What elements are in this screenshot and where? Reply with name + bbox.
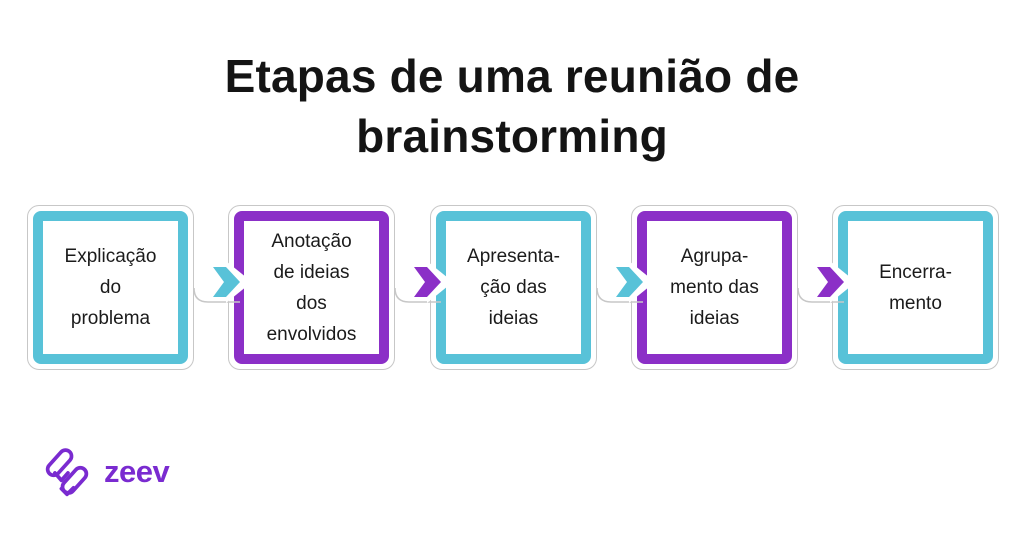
step-box-apresentacao: Apresenta- ção das ideias (430, 205, 597, 370)
step-box-encerramento: Encerra- mento (832, 205, 999, 370)
arrow-right-icon (394, 261, 453, 303)
step-border: Agrupa- mento das ideias (637, 211, 792, 364)
step-box-agrupamento: Agrupa- mento das ideias (631, 205, 798, 370)
step-border: Explicação do problema (33, 211, 188, 364)
step-box-explicacao: Explicação do problema (27, 205, 194, 370)
step-label: Agrupa- mento das ideias (670, 246, 759, 329)
zeev-logo: zeev (40, 446, 170, 498)
step-label: Anotação de ideias dos envolvidos (266, 230, 357, 345)
arrow-right-icon (596, 261, 655, 303)
arrow-right-icon (797, 261, 856, 303)
page-title: Etapas de uma reunião de brainstorming (224, 50, 800, 162)
arrow-right-icon (193, 261, 252, 303)
step-label: Apresenta- ção das ideias (467, 246, 560, 329)
step-border: Anotação de ideias dos envolvidos (234, 211, 389, 364)
step-label: Explicação do problema (64, 246, 157, 329)
step-box-anotacao: Anotação de ideias dos envolvidos (228, 205, 395, 370)
zeev-wordmark: zeev (104, 454, 170, 489)
step-border: Encerra- mento (838, 211, 993, 364)
step-border: Apresenta- ção das ideias (436, 211, 591, 364)
zeev-logo-icon (45, 448, 89, 497)
step-label: Encerra- mento (879, 261, 952, 314)
